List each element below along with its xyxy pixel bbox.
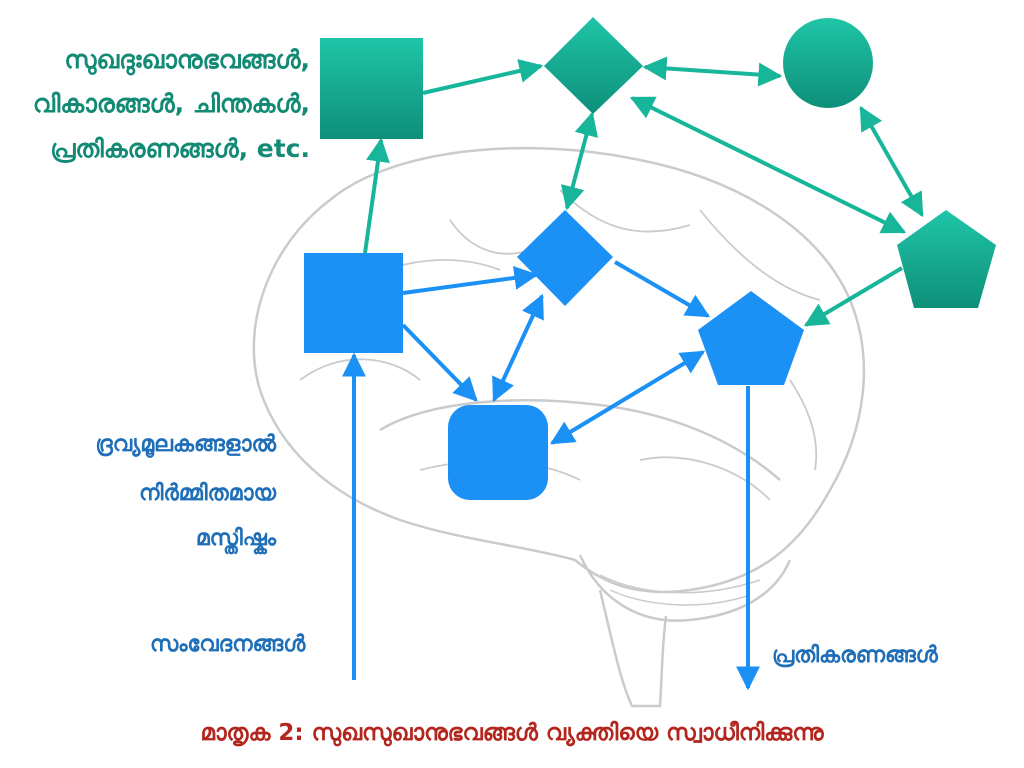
cerebellum-fold [599, 574, 761, 594]
output-label: പ്രതികരണങ്ങൾ [772, 643, 938, 668]
arrow-mind-square-to-mind-diamond [422, 59, 544, 95]
gyrus-fold [789, 379, 818, 471]
arrow-diamond-to-pentagon [613, 260, 711, 318]
arrow-mind-diamond-mind-pentagon [629, 96, 907, 234]
gyrus-fold [449, 219, 531, 255]
brain-label-line-1: ദ്രവ്യമൂലകങ്ങളാൽ [95, 432, 276, 457]
arrow-rounded-square-pentagon [549, 350, 706, 445]
mind-label-line-1: സുഖദുഃഖാനുഭവങ്ങൾ, [64, 45, 310, 74]
mind-shapes [320, 17, 996, 308]
input-label: സംവേദനങ്ങൾ [150, 632, 306, 657]
arrow-mind-diamond-circle [642, 56, 783, 87]
cerebellum-fold [609, 589, 751, 606]
mind-arrows [363, 56, 924, 327]
mind-label-line-2: വികാരങ്ങൾ, ചിന്തകൾ, [32, 89, 310, 118]
mind-label-line-3: പ്രതികരണങ്ങൾ, etc. [50, 134, 310, 163]
mind-square [320, 38, 423, 139]
arrow-mind-pentagon-to-pentagon [803, 266, 904, 327]
arrow-circle-mind-pentagon [859, 105, 924, 218]
gyrus-fold [699, 209, 821, 301]
brain-pentagon [698, 291, 804, 385]
gyrus-fold [639, 456, 771, 501]
figure-caption: മാതൃക 2: സുഖസുഖാനുഭവങ്ങൾ വ്യക്തിയെ സ്വാധ… [200, 720, 824, 746]
brain-label-line-2: നിർമ്മിതമായ [139, 481, 276, 506]
arrow-square-to-diamond [402, 266, 539, 295]
brain-stem-outline [598, 589, 668, 708]
arrow-square-to-mind-square [363, 137, 390, 254]
brain-rounded-square [448, 405, 548, 500]
mind-circle [783, 18, 873, 108]
gyrus-fold [299, 358, 421, 381]
brain-square [304, 253, 403, 353]
brain-diamond [517, 210, 613, 306]
cerebellum-outline [578, 554, 792, 622]
arrow-square-to-rounded-square [401, 323, 478, 402]
arrow-diamond-rounded-square [492, 293, 544, 403]
brain-arrows [342, 260, 760, 691]
mind-diamond [544, 17, 643, 114]
arrow-mind-diamond-diamond [560, 111, 599, 211]
mind-pentagon [897, 210, 996, 308]
brain-shapes [304, 210, 804, 500]
brain-label-line-3: മസ്തിഷ്കം [195, 526, 276, 551]
